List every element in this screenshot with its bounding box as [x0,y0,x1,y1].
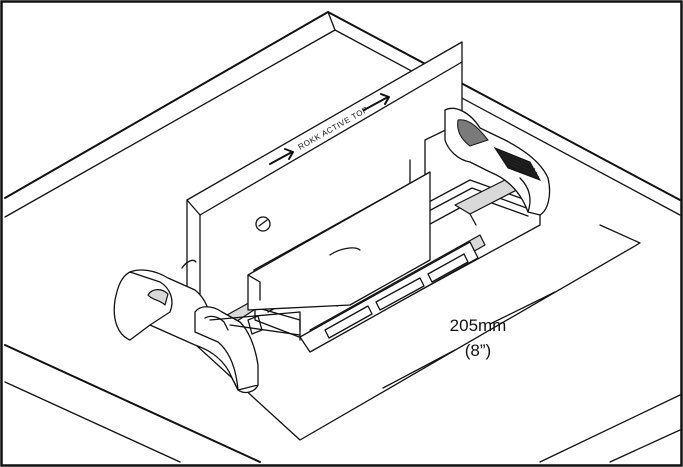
dimension-inch-label: (8”) [465,341,491,360]
dimension-mm-label: 205mm [450,316,507,335]
right-arrow-icon [269,148,294,165]
template-footprint [149,224,641,441]
inner-plate [247,171,431,311]
left-clamp [113,269,259,394]
right-clamp [444,107,551,216]
right-arrow-icon [363,93,390,111]
table-surface [4,11,681,463]
dimension-line [382,291,556,389]
base-details [209,311,301,336]
